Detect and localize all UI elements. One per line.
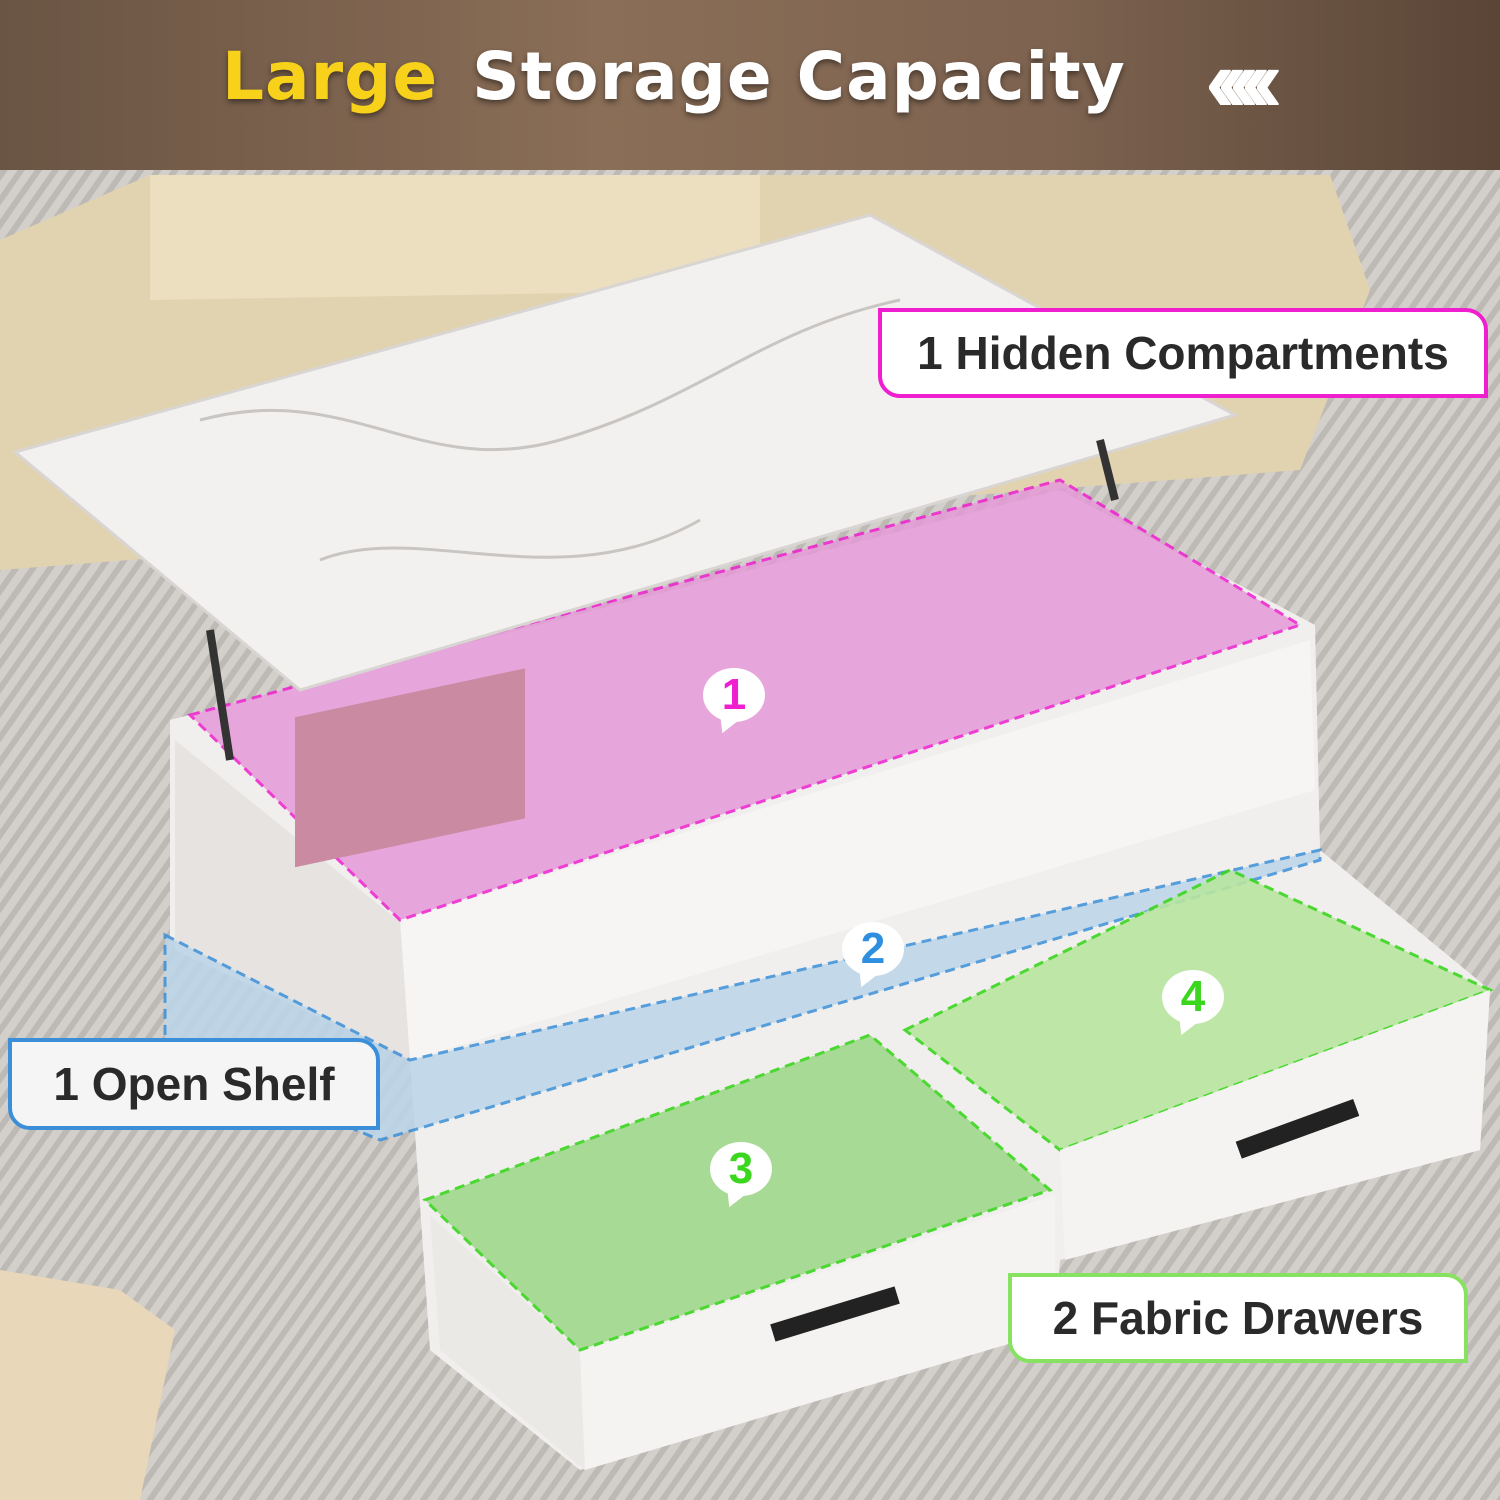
- chevrons-left-icon: ‹‹‹‹‹: [1205, 31, 1283, 131]
- sofa-cushions: [150, 175, 760, 300]
- pink-box: [295, 668, 525, 868]
- header-banner: Large Storage Capacity ‹‹‹‹‹: [0, 0, 1500, 170]
- upper-box-front: [175, 740, 410, 1060]
- headline: Large Storage Capacity: [222, 38, 1126, 115]
- drawer-3-front: [430, 1215, 585, 1470]
- callout-fabric-drawers: 2 Fabric Drawers: [1008, 1273, 1468, 1363]
- headline-highlight: Large: [222, 38, 439, 115]
- drawer-3-handle: [770, 1286, 900, 1342]
- drawer-4-face: [1060, 990, 1490, 1260]
- marker-1: 1: [703, 668, 765, 722]
- marker-3: 3: [710, 1142, 772, 1196]
- callout-open-shelf: 1 Open Shelf: [8, 1038, 380, 1130]
- callout-hidden-compartments: 1 Hidden Compartments: [878, 308, 1488, 398]
- drawer-4-handle: [1235, 1098, 1360, 1159]
- drawer-3-face: [580, 1195, 1055, 1470]
- lift-arm: [206, 629, 234, 761]
- headline-rest: Storage Capacity: [472, 38, 1126, 115]
- marble-veins: [199, 298, 901, 562]
- marker-2: 2: [842, 922, 904, 976]
- upper-box-side: [400, 640, 1315, 1060]
- marker-4: 4: [1162, 970, 1224, 1024]
- book: [0, 1270, 175, 1500]
- lift-arm: [1096, 439, 1119, 501]
